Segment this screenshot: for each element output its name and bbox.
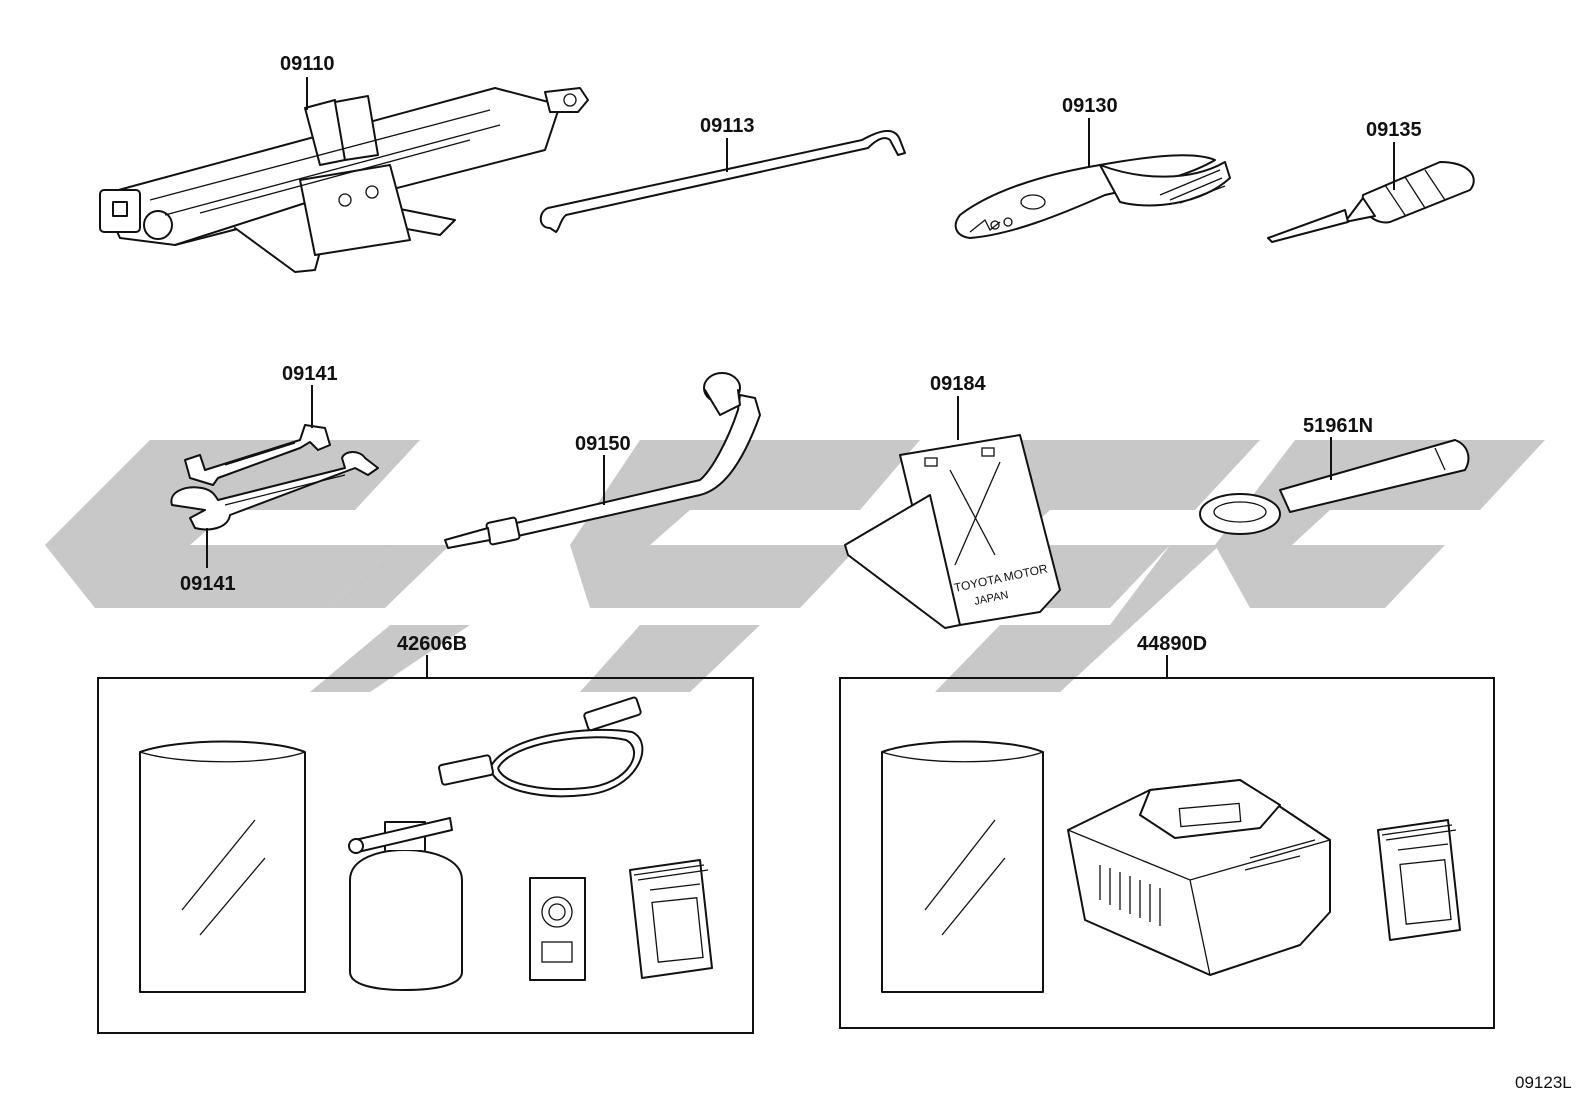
label-09110: 09110 — [280, 53, 335, 75]
sealant-bottle — [348, 817, 463, 991]
hose — [438, 696, 644, 798]
label-09150: 09150 — [575, 433, 631, 455]
wheel-nut-wrench-part[interactable] — [444, 372, 761, 549]
label-09135: 09135 — [1366, 119, 1422, 141]
label-51961N: 51961N — [1303, 415, 1373, 437]
kit-left-box[interactable] — [97, 677, 754, 1034]
screwdriver-part[interactable] — [1267, 161, 1475, 243]
instruction-booklet-2 — [1377, 819, 1461, 941]
label-44890D: 44890D — [1137, 633, 1207, 655]
towing-eye-part[interactable] — [1199, 439, 1470, 535]
warning-plate-part[interactable]: TOYOTA MOTOR JAPAN — [844, 434, 1061, 629]
jack-part[interactable] — [99, 87, 589, 273]
label-09113: 09113 — [700, 115, 755, 137]
figure-code: 09123L — [1515, 1073, 1572, 1092]
wrench-top-part[interactable] — [184, 424, 331, 486]
pliers-part[interactable] — [954, 154, 1231, 239]
label-09141-top: 09141 — [282, 363, 338, 385]
air-compressor — [1067, 779, 1331, 976]
jack-handle-part[interactable] — [539, 130, 906, 233]
sealant-bag-2 — [881, 740, 1044, 993]
label-42606B: 42606B — [397, 633, 467, 655]
label-09141-bottom: 09141 — [180, 573, 236, 595]
instruction-booklet — [629, 859, 713, 979]
label-09184: 09184 — [930, 373, 986, 395]
sticker-card — [529, 877, 586, 981]
wrench-bottom-part[interactable] — [170, 451, 379, 531]
label-09130: 09130 — [1062, 95, 1118, 117]
sealant-bag — [139, 740, 306, 993]
kit-right-box[interactable] — [839, 677, 1495, 1029]
